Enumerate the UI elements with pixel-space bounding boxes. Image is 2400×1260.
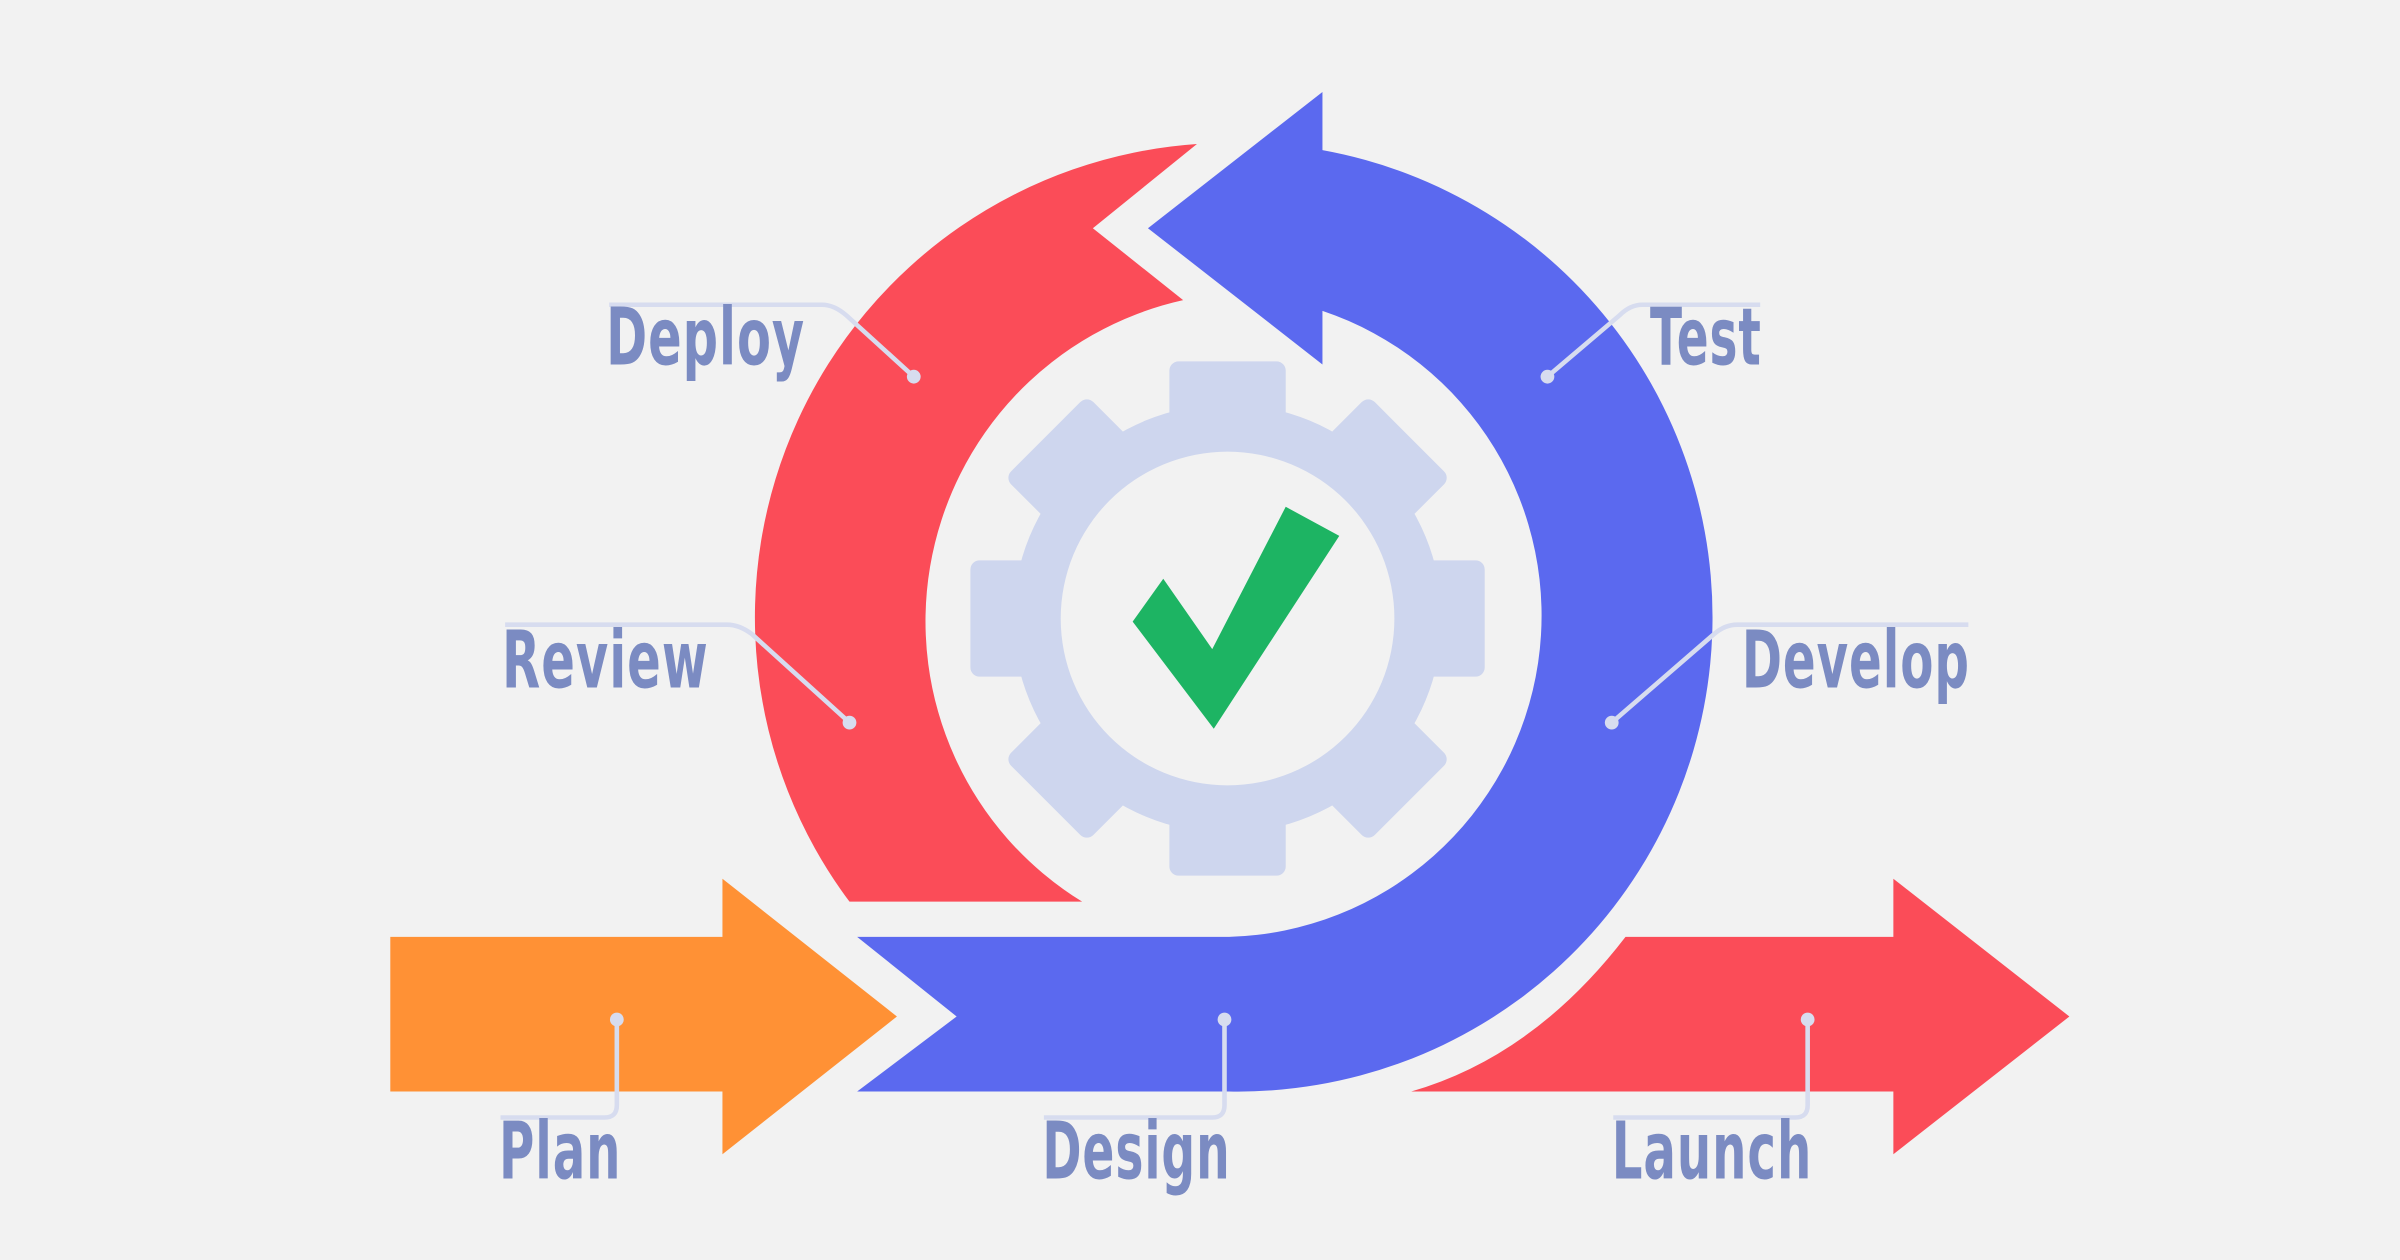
launch-arrow xyxy=(1411,878,2070,1155)
launch-label: Launch xyxy=(1612,1105,1813,1198)
test-label: Test xyxy=(1650,290,1762,383)
test-develop-design-arrow xyxy=(857,91,1713,1092)
develop-leader xyxy=(1604,622,1969,730)
test-leader xyxy=(1540,302,1761,384)
design-label: Design xyxy=(1042,1105,1230,1198)
develop-label: Develop xyxy=(1742,613,1970,706)
review-label: Review xyxy=(502,613,709,706)
gear-icon xyxy=(970,361,1485,876)
plan-arrow xyxy=(390,878,897,1155)
plan-leader xyxy=(500,1012,624,1120)
launch-leader xyxy=(1613,1012,1815,1120)
review-leader xyxy=(505,622,857,730)
deploy-label: Deploy xyxy=(606,290,805,383)
checkmark-icon xyxy=(1132,506,1340,729)
design-leader xyxy=(1043,1012,1232,1120)
plan-label: Plan xyxy=(499,1105,621,1198)
deploy-leader xyxy=(609,302,921,384)
